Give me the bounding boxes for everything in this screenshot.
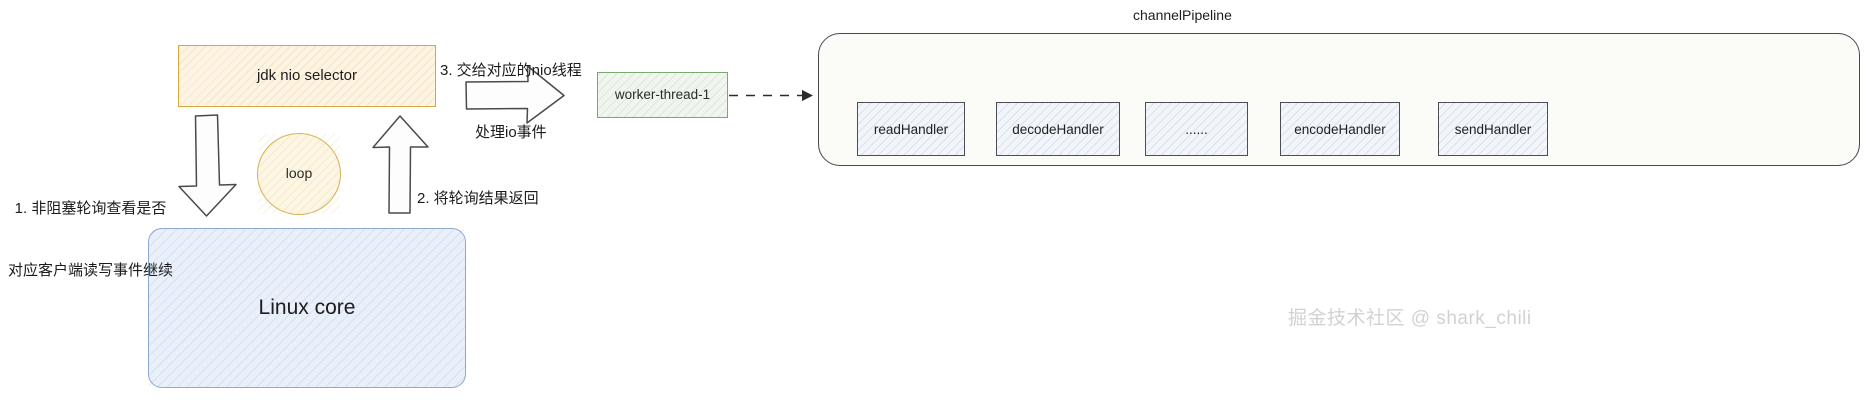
watermark: 掘金技术社区 @ shark_chili (1288, 308, 1532, 329)
annotation-step-3-line-1: 3. 交给对应的nio线程 (440, 62, 582, 80)
arrow-selector-to-core (178, 114, 237, 217)
handler-decode[interactable]: decodeHandler (996, 102, 1120, 156)
handler-send[interactable]: sendHandler (1438, 102, 1548, 156)
annotation-step-2-line-1: 2. 将轮询结果返回 (417, 190, 539, 208)
node-label-loop: loop (285, 165, 313, 182)
node-label-selector: jdk nio selector (256, 66, 358, 84)
annotation-step-1: 1. 非阻塞轮询查看是否 对应客户端读写事件继续 (8, 158, 173, 324)
annotation-step-1-line-1: 1. 非阻塞轮询查看是否 (14, 200, 167, 218)
handler-read[interactable]: readHandler (857, 102, 965, 156)
node-loop[interactable]: loop (257, 133, 341, 215)
annotation-step-2: 2. 将轮询结果返回 (417, 148, 539, 251)
handler-label-decode: decodeHandler (1012, 121, 1104, 137)
node-worker-thread-1[interactable]: worker-thread-1 (597, 72, 728, 118)
annotation-step-1-line-2: 对应客户端读写事件继续 (8, 262, 174, 280)
pipeline-title: channelPipeline (1133, 7, 1232, 23)
handler-encode[interactable]: encodeHandler (1280, 102, 1400, 156)
annotation-step-3: 3. 交给对应的nio线程 处理io事件 (440, 20, 582, 186)
node-label-linux-core: Linux core (258, 295, 356, 319)
handler-label-ellipsis: ...... (1185, 121, 1208, 137)
handler-label-send: sendHandler (1454, 121, 1532, 137)
handler-label-encode: encodeHandler (1294, 121, 1386, 137)
channel-pipeline-container: readHandler decodeHandler ...... encodeH… (818, 33, 1860, 166)
annotation-step-3-line-2: 处理io事件 (475, 124, 547, 142)
handler-label-read: readHandler (873, 121, 949, 137)
node-linux-core[interactable]: Linux core (148, 228, 466, 388)
node-jdk-nio-selector[interactable]: jdk nio selector (178, 45, 436, 107)
handler-ellipsis[interactable]: ...... (1145, 102, 1248, 156)
node-label-worker-thread: worker-thread-1 (614, 86, 711, 102)
